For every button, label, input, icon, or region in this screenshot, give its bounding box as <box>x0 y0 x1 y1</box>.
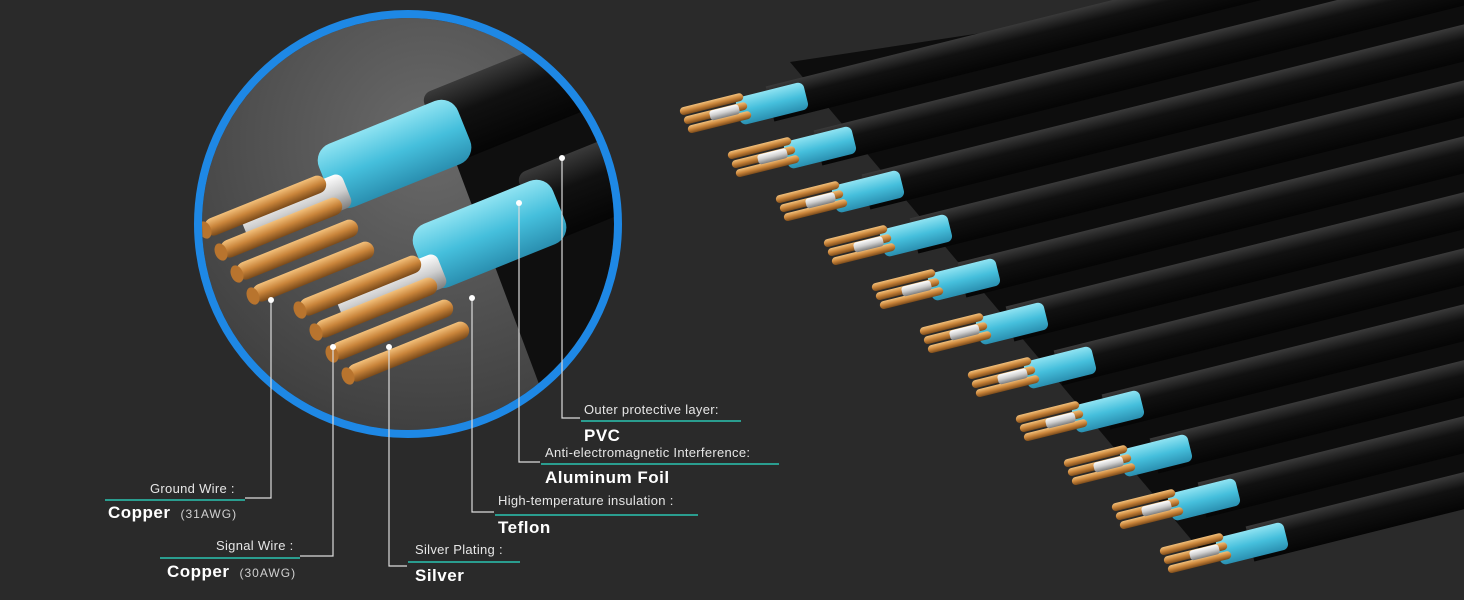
ribbon-group <box>919 112 1464 354</box>
ground-wire-gauge: (31AWG) <box>180 507 238 521</box>
ribbon-group <box>679 0 1464 134</box>
insulation-label: High-temperature insulation : <box>498 493 674 508</box>
ground-wire-material: Copper (31AWG) <box>108 503 237 523</box>
ribbon-group <box>1111 288 1464 530</box>
shielding-material: Aluminum Foil <box>545 468 670 487</box>
leader-lines <box>245 158 580 567</box>
insulation-material: Teflon <box>498 518 551 537</box>
jacket-material: PVC <box>584 426 621 445</box>
ribbon-group <box>727 0 1464 178</box>
signal-wire-material: Copper (30AWG) <box>167 562 296 582</box>
ribbon-group <box>1015 200 1464 442</box>
silver-plating-label: Silver Plating : <box>415 542 503 557</box>
ribbon-group <box>1063 244 1464 486</box>
signal-wire-gauge: (30AWG) <box>239 566 297 580</box>
jacket-underline <box>581 420 741 422</box>
ribbon-group <box>871 68 1464 310</box>
ribbon-group <box>967 156 1464 398</box>
insulation-underline <box>495 514 698 516</box>
ribbon-group <box>823 24 1464 266</box>
ground-wire-label: Ground Wire : <box>150 481 235 496</box>
ground-wire-material-text: Copper <box>108 503 171 522</box>
ribbon-group <box>775 0 1464 222</box>
ribbon-group <box>1159 332 1464 574</box>
jacket-label: Outer protective layer: <box>584 402 719 417</box>
silver-plating-material: Silver <box>415 566 465 585</box>
flat-ribbon-cable <box>679 0 1464 574</box>
zoom-group <box>293 27 614 385</box>
zoom-group <box>202 18 614 305</box>
ground-wire-underline <box>105 499 245 501</box>
leader-dots <box>268 155 565 350</box>
silver-plating-underline <box>408 561 520 563</box>
shielding-label: Anti-electromagnetic Interference: <box>545 445 751 460</box>
signal-wire-underline <box>160 557 300 559</box>
signal-wire-material-text: Copper <box>167 562 230 581</box>
shielding-underline <box>541 463 779 465</box>
signal-wire-label: Signal Wire : <box>216 538 294 553</box>
